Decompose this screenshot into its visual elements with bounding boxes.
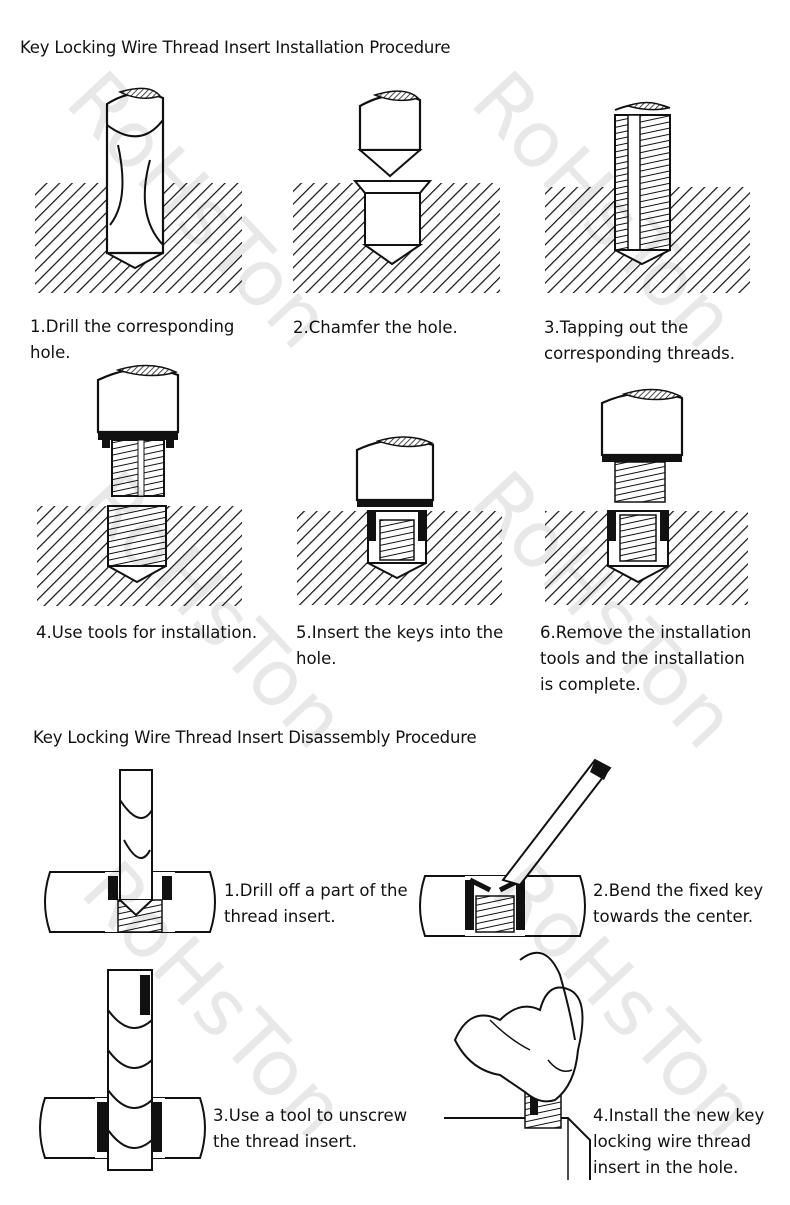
dis-step1-caption: 1.Drill off a part of the thread insert. [224,881,408,926]
dis-step3-caption: 3.Use a tool to unscrew the thread inser… [213,1106,408,1151]
install-step3-caption: 3.Tapping out the corresponding threads. [544,318,736,363]
install-step6-caption: 6.Remove the installation tools and the … [540,623,752,694]
dis-step1-illustration [44,769,216,933]
disassembly-title: Key Locking Wire Thread Insert Disassemb… [33,728,477,747]
install-step5-caption: 5.Insert the keys into the hole. [296,623,504,668]
step4-tool-illustration [37,364,242,606]
install-step1-caption: 1.Drill the corresponding hole. [30,317,235,362]
step5-insert-illustration [297,436,502,605]
install-step4-caption: 4.Use tools for installation. [36,623,258,642]
step3-tap-illustration [545,101,750,293]
step6-complete-illustration [545,388,748,605]
dis-step2-caption: 2.Bend the fixed key towards the center. [593,881,764,926]
step1-drill-illustration [35,87,242,293]
dis-step4-illustration [444,951,591,1180]
step2-chamfer-illustration [293,90,500,293]
dis-step3-illustration [39,969,206,1171]
installation-title: Key Locking Wire Thread Insert Installat… [20,38,451,57]
dis-step2-illustration [419,758,612,937]
install-step2-caption: 2.Chamfer the hole. [293,318,458,337]
dis-step4-caption: 4.Install the new key locking wire threa… [593,1106,765,1177]
